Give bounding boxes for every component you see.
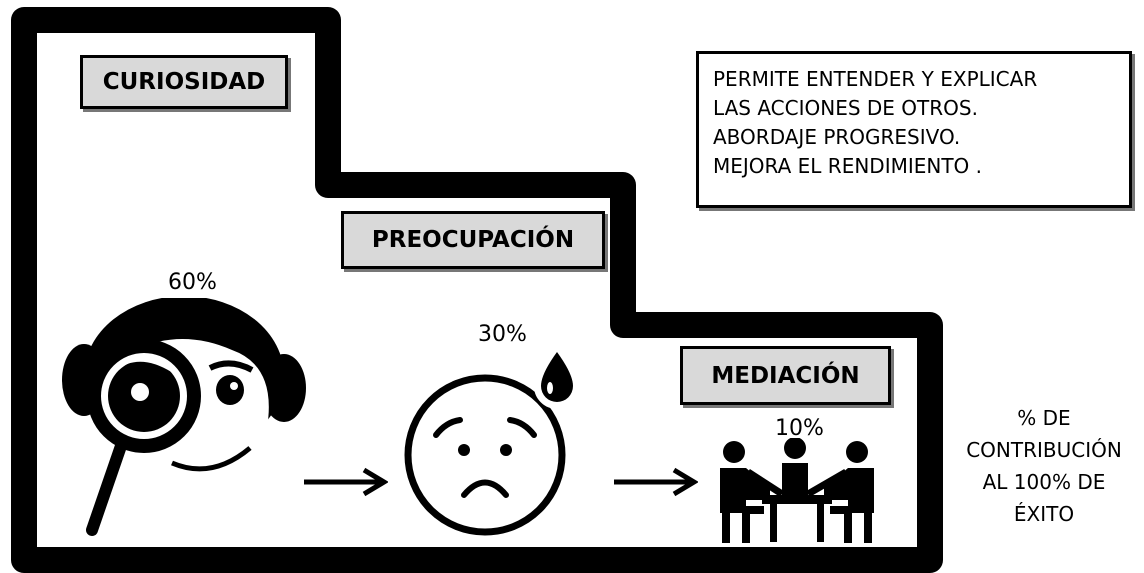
- monkey-magnifier-icon: [62, 298, 306, 536]
- stage-label-curiosidad: CURIOSIDAD: [80, 55, 288, 109]
- stage-percent-mediacion: 10%: [775, 416, 824, 441]
- legend-line: AL 100% DE: [982, 470, 1106, 494]
- stage-percent-curiosidad: 60%: [168, 270, 217, 295]
- stage-label-preocupacion: PREOCUPACIÓN: [341, 211, 605, 269]
- notes-line: PERMITE ENTENDER Y EXPLICAR: [713, 67, 1038, 91]
- legend-line: ÉXITO: [1013, 502, 1075, 526]
- stage-label-mediacion: MEDIACIÓN: [680, 346, 891, 405]
- legend-line: % DE: [1017, 406, 1071, 430]
- notes-line: ABORDAJE PROGRESIVO.: [713, 125, 961, 149]
- worried-face-icon: [404, 341, 581, 536]
- notes-box: PERMITE ENTENDER Y EXPLICAR LAS ACCIONES…: [696, 51, 1132, 208]
- contribution-legend: % DE CONTRIBUCIÓN AL 100% DE ÉXITO: [946, 402, 1142, 530]
- stage-percent-preocupacion: 30%: [478, 322, 527, 347]
- notes-line: LAS ACCIONES DE OTROS.: [713, 96, 978, 120]
- legend-line: CONTRIBUCIÓN: [966, 438, 1122, 462]
- meeting-people-icon: [720, 438, 874, 543]
- notes-line: MEJORA EL RENDIMIENTO .: [713, 154, 983, 178]
- arrow-right-icon: [304, 467, 388, 497]
- arrow-right-icon: [614, 467, 698, 497]
